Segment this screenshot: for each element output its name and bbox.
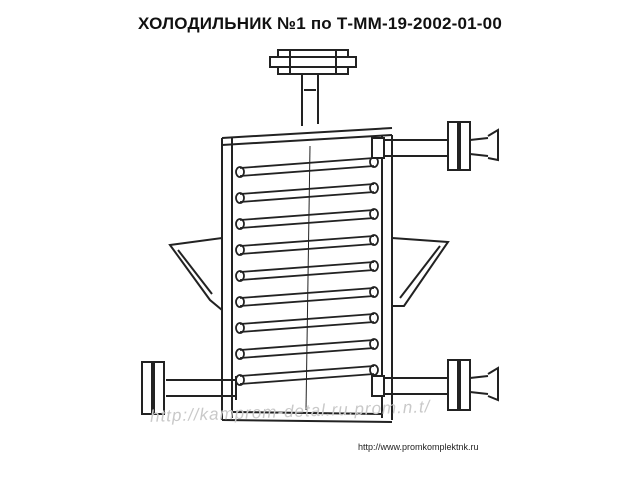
- top-nozzle: [301, 74, 319, 126]
- lower-left-nozzle: [141, 361, 237, 415]
- coil-turn: [239, 261, 375, 273]
- coil-bend: [235, 296, 245, 308]
- site-url: http://www.promkomplektnk.ru: [358, 442, 479, 452]
- coil-bend: [369, 286, 379, 298]
- upper-right-nozzle: [371, 121, 499, 171]
- coil-bend: [235, 270, 245, 282]
- coil-turn: [239, 243, 375, 255]
- coil: [235, 156, 379, 386]
- coil-bend: [369, 260, 379, 272]
- left-support: [168, 236, 223, 313]
- coil-bend: [235, 218, 245, 230]
- coil-turn: [239, 183, 375, 195]
- coil-bend: [235, 348, 245, 360]
- right-support: [391, 236, 450, 307]
- coil-bend: [369, 234, 379, 246]
- lower-right-nozzle: [371, 359, 499, 411]
- coil-turn: [239, 157, 375, 169]
- coil-turn: [239, 165, 375, 177]
- coil-turn: [239, 217, 375, 229]
- coil-bend: [369, 208, 379, 220]
- coil-turn: [239, 295, 375, 307]
- drawing-title: ХОЛОДИЛЬНИК №1 по Т-ММ-19-2002-01-00: [138, 14, 502, 33]
- coil-turn: [239, 235, 375, 247]
- coil-turn: [239, 287, 375, 299]
- coil-bend: [369, 182, 379, 194]
- coil-turn: [239, 269, 375, 281]
- coil-bend: [235, 244, 245, 256]
- coil-bend: [369, 338, 379, 350]
- coil-bend: [235, 322, 245, 334]
- coil-turn: [239, 373, 375, 385]
- coil-bend: [235, 192, 245, 204]
- coil-bend: [369, 312, 379, 324]
- coil-turn: [239, 191, 375, 203]
- top-flange: [269, 49, 357, 75]
- coil-turn: [239, 209, 375, 221]
- coil-bend: [235, 166, 245, 178]
- vessel-body: [221, 127, 393, 423]
